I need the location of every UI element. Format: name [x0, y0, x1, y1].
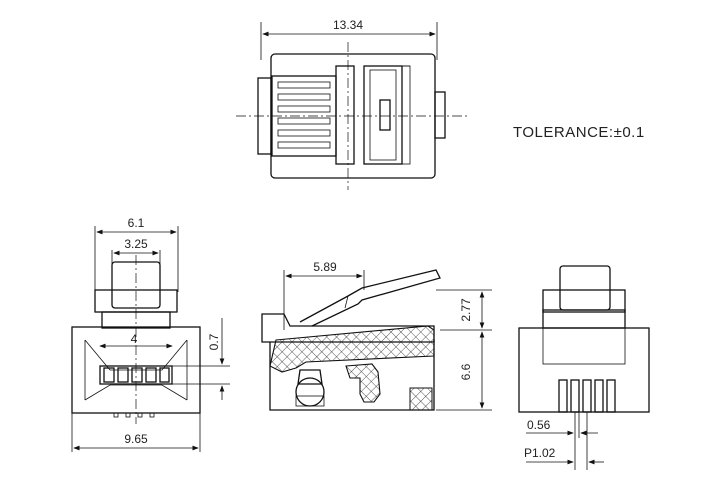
- dim-side-height-277: 2.77: [459, 298, 473, 322]
- top-view-contacts: [277, 81, 331, 149]
- rear-view: 0.56 P1.02: [518, 265, 650, 470]
- dim-top-width: 13.34: [333, 18, 363, 32]
- dim-rear-pitch: P1.02: [524, 446, 556, 460]
- top-view: 13.34: [236, 18, 470, 190]
- tolerance-note: TOLERANCE:±0.1: [513, 124, 645, 141]
- front-view-contacts: [103, 367, 170, 383]
- side-view: 5.89 2.77 6.6: [261, 260, 492, 411]
- rear-view-pins: [558, 379, 616, 413]
- dim-front-base: 9.65: [124, 432, 148, 446]
- dim-side-length: 5.89: [313, 260, 337, 274]
- front-view: 6.1 3.25 4: [71, 216, 230, 452]
- dim-front-width-4: 4: [131, 332, 138, 346]
- dim-front-height-07: 0.7: [207, 333, 221, 350]
- dim-side-height-66: 6.6: [459, 363, 473, 380]
- dim-rear-pin-width: 0.56: [527, 418, 551, 432]
- dim-front-width-inner: 3.25: [124, 237, 148, 251]
- dim-front-width-outer: 6.1: [128, 216, 145, 230]
